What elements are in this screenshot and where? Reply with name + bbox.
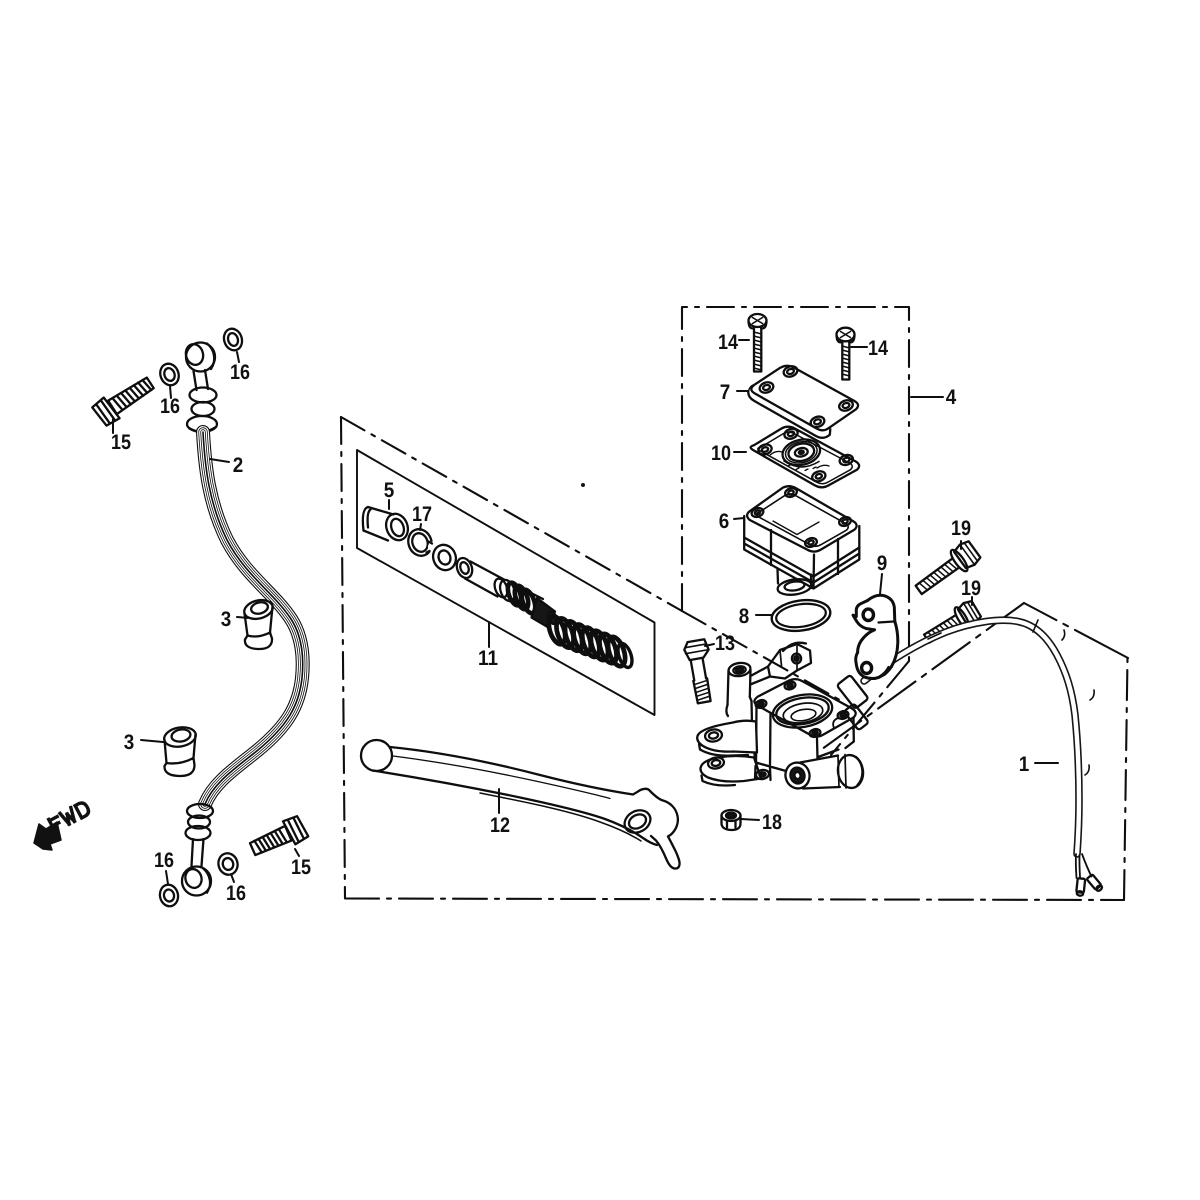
- svg-text:19: 19: [951, 517, 971, 540]
- svg-text:2: 2: [233, 454, 244, 477]
- svg-text:17: 17: [412, 503, 432, 526]
- svg-text:14: 14: [868, 337, 888, 360]
- svg-text:3: 3: [124, 731, 135, 754]
- svg-text:15: 15: [111, 431, 131, 454]
- svg-text:7: 7: [720, 381, 731, 404]
- svg-text:14: 14: [718, 331, 738, 354]
- svg-text:11: 11: [478, 647, 498, 670]
- svg-text:9: 9: [877, 552, 888, 575]
- svg-text:12: 12: [490, 814, 510, 837]
- svg-text:16: 16: [230, 361, 250, 384]
- svg-text:4: 4: [946, 386, 957, 409]
- svg-text:16: 16: [226, 882, 246, 905]
- svg-text:8: 8: [739, 605, 750, 628]
- svg-text:16: 16: [160, 395, 180, 418]
- svg-text:15: 15: [291, 856, 311, 879]
- svg-text:3: 3: [221, 608, 232, 631]
- svg-text:10: 10: [711, 442, 731, 465]
- svg-text:16: 16: [154, 849, 174, 872]
- svg-text:13: 13: [715, 632, 735, 655]
- svg-text:6: 6: [719, 510, 730, 533]
- svg-text:1: 1: [1019, 753, 1030, 776]
- svg-text:19: 19: [961, 577, 981, 600]
- svg-text:5: 5: [384, 479, 395, 502]
- svg-text:18: 18: [762, 811, 782, 834]
